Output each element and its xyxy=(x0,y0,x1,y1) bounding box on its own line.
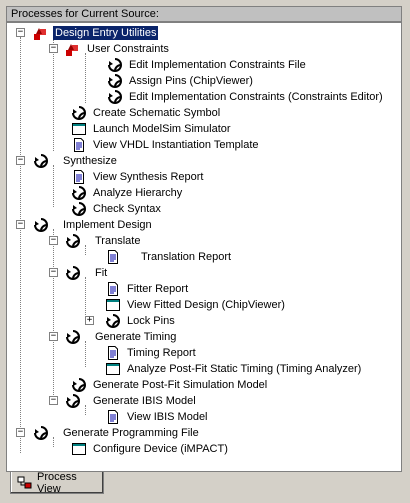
tree-node-create-schematic-symbol[interactable]: Create Schematic Symbol xyxy=(71,105,222,121)
tree-node-label: Translate xyxy=(95,235,141,247)
collapse-toggle[interactable]: − xyxy=(49,235,58,245)
collapse-toggle[interactable]: − xyxy=(16,155,25,165)
run-process-icon xyxy=(66,394,80,408)
tree-node-analyze-post-fit-static-timing[interactable]: Analyze Post-Fit Static Timing (Timing A… xyxy=(105,361,363,377)
tree-node-view-synthesis-report[interactable]: View Synthesis Report xyxy=(71,169,205,185)
tree-node-label: Analyze Hierarchy xyxy=(93,187,183,199)
tree-node-label: Fit xyxy=(95,267,108,279)
tree-node-edit-implementation-constraints-file[interactable]: Edit Implementation Constraints File xyxy=(107,57,308,73)
panel-header: Processes for Current Source: xyxy=(6,6,402,22)
tree-node-label: View IBIS Model xyxy=(127,411,208,423)
tree-node-generate-ibis-model[interactable]: − Generate IBIS Model xyxy=(49,393,198,409)
tree-node-lock-pins[interactable]: + Lock Pins xyxy=(85,313,177,329)
collapse-toggle[interactable]: − xyxy=(49,331,58,341)
collapse-toggle[interactable]: − xyxy=(16,427,25,437)
view-tab-bar: Process View xyxy=(0,470,410,503)
tree-node-label: Edit Implementation Constraints (Constra… xyxy=(129,91,383,103)
tree-node-label: Fitter Report xyxy=(127,283,189,295)
tree-node-label: Implement Design xyxy=(63,219,152,231)
collapse-toggle[interactable]: − xyxy=(49,267,58,277)
run-process-icon xyxy=(66,266,80,280)
run-process-icon xyxy=(34,426,48,440)
tree-node-label: Launch ModelSim Simulator xyxy=(93,123,231,135)
tree-node-label: View Fitted Design (ChipViewer) xyxy=(127,299,285,311)
run-process-icon xyxy=(72,202,86,216)
run-process-icon xyxy=(72,106,86,120)
tree-node-translation-report[interactable]: Translation Report xyxy=(105,249,233,265)
document-icon xyxy=(108,410,118,424)
tree-node-analyze-hierarchy[interactable]: Analyze Hierarchy xyxy=(71,185,184,201)
tree-node-generate-timing[interactable]: − Generate Timing xyxy=(49,329,178,345)
run-process-icon xyxy=(106,314,120,328)
tree-node-label: Create Schematic Symbol xyxy=(93,107,221,119)
tree-node-label: Edit Implementation Constraints File xyxy=(129,59,306,71)
tree-node-view-vhdl-template[interactable]: View VHDL Instantiation Template xyxy=(71,137,261,153)
run-process-icon xyxy=(34,218,48,232)
run-process-icon xyxy=(108,74,122,88)
run-process-icon xyxy=(66,234,80,248)
process-view-icon xyxy=(17,476,32,488)
window-icon xyxy=(106,363,120,375)
tree-node-view-ibis-model[interactable]: View IBIS Model xyxy=(105,409,210,425)
window-icon xyxy=(72,123,86,135)
process-tree-panel[interactable]: − Design Entry Utilities − User Constrai… xyxy=(6,22,402,472)
tree-node-label: Analyze Post-Fit Static Timing (Timing A… xyxy=(127,363,362,375)
tree-node-configure-device[interactable]: Configure Device (iMPACT) xyxy=(71,441,230,457)
tree-node-label: Design Entry Utilities xyxy=(53,26,159,40)
tree-node-label: Generate IBIS Model xyxy=(93,395,196,407)
collapse-toggle[interactable]: − xyxy=(49,43,58,53)
process-tree[interactable]: − Design Entry Utilities − User Constrai… xyxy=(7,23,401,471)
collapse-toggle[interactable]: − xyxy=(16,219,25,229)
tree-node-label: View VHDL Instantiation Template xyxy=(93,139,259,151)
tree-node-generate-programming-file[interactable]: − Generate Programming File xyxy=(16,425,201,441)
tree-node-label: Lock Pins xyxy=(127,315,175,327)
tree-node-label: Configure Device (iMPACT) xyxy=(93,443,228,455)
tree-node-launch-modelsim[interactable]: Launch ModelSim Simulator xyxy=(71,121,233,137)
expand-toggle[interactable]: + xyxy=(85,315,94,325)
tree-node-user-constraints[interactable]: − User Constraints xyxy=(49,41,171,57)
tree-node-label: Timing Report xyxy=(127,347,196,359)
tree-node-translate[interactable]: − Translate xyxy=(49,233,142,249)
tree-node-label: Generate Timing xyxy=(95,331,177,343)
run-process-icon xyxy=(108,58,122,72)
tab-label: Process View xyxy=(37,470,77,495)
user-constraints-icon xyxy=(66,44,78,56)
panel-title: Processes for Current Source: xyxy=(11,8,159,20)
run-process-icon xyxy=(66,330,80,344)
tree-node-label: Check Syntax xyxy=(93,203,161,215)
tree-node-assign-pins[interactable]: Assign Pins (ChipViewer) xyxy=(107,73,255,89)
tree-node-design-entry-utilities[interactable]: − Design Entry Utilities xyxy=(16,25,159,41)
tree-node-label: Assign Pins (ChipViewer) xyxy=(129,75,253,87)
document-icon xyxy=(74,138,84,152)
window-icon xyxy=(72,443,86,455)
tree-node-synthesize[interactable]: − Synthesize xyxy=(16,153,119,169)
tree-node-label: Generate Programming File xyxy=(63,427,199,439)
document-icon xyxy=(108,346,118,360)
run-process-icon xyxy=(34,154,48,168)
tree-node-label: View Synthesis Report xyxy=(93,171,204,183)
tab-process-view[interactable]: Process View xyxy=(10,470,104,495)
tree-node-check-syntax[interactable]: Check Syntax xyxy=(71,201,163,217)
tree-node-fitter-report[interactable]: Fitter Report xyxy=(105,281,190,297)
run-process-icon xyxy=(72,378,86,392)
design-entry-icon xyxy=(34,28,46,40)
tree-node-label: Generate Post-Fit Simulation Model xyxy=(93,379,268,391)
run-process-icon xyxy=(72,186,86,200)
tree-node-label: Synthesize xyxy=(63,155,117,167)
tree-node-label: User Constraints xyxy=(87,43,169,55)
window-icon xyxy=(106,299,120,311)
document-icon xyxy=(108,250,118,264)
tree-node-label: Translation Report xyxy=(141,251,232,263)
tree-node-view-fitted-design[interactable]: View Fitted Design (ChipViewer) xyxy=(105,297,287,313)
collapse-toggle[interactable]: − xyxy=(49,395,58,405)
tree-node-implement-design[interactable]: − Implement Design xyxy=(16,217,154,233)
collapse-toggle[interactable]: − xyxy=(16,27,25,37)
tree-node-edit-implementation-constraints-editor[interactable]: Edit Implementation Constraints (Constra… xyxy=(107,89,385,105)
tree-node-fit[interactable]: − Fit xyxy=(49,265,109,281)
tree-node-timing-report[interactable]: Timing Report xyxy=(105,345,198,361)
run-process-icon xyxy=(108,90,122,104)
document-icon xyxy=(74,170,84,184)
document-icon xyxy=(108,282,118,296)
tree-node-generate-post-fit-simulation-model[interactable]: Generate Post-Fit Simulation Model xyxy=(71,377,269,393)
